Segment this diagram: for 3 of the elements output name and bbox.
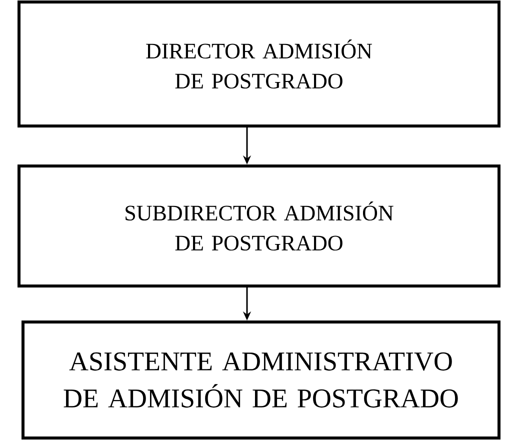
process-box: ASISTENTE ADMINISTRATIVO DE ADMISIÓN DE POSTGRADO bbox=[22, 320, 500, 440]
process-box: DIRECTOR ADMISIÓN DE POSTGRADO bbox=[18, 0, 500, 128]
process-box: SUBDIRECTOR ADMISIÓN DE POSTGRADO bbox=[18, 164, 500, 288]
